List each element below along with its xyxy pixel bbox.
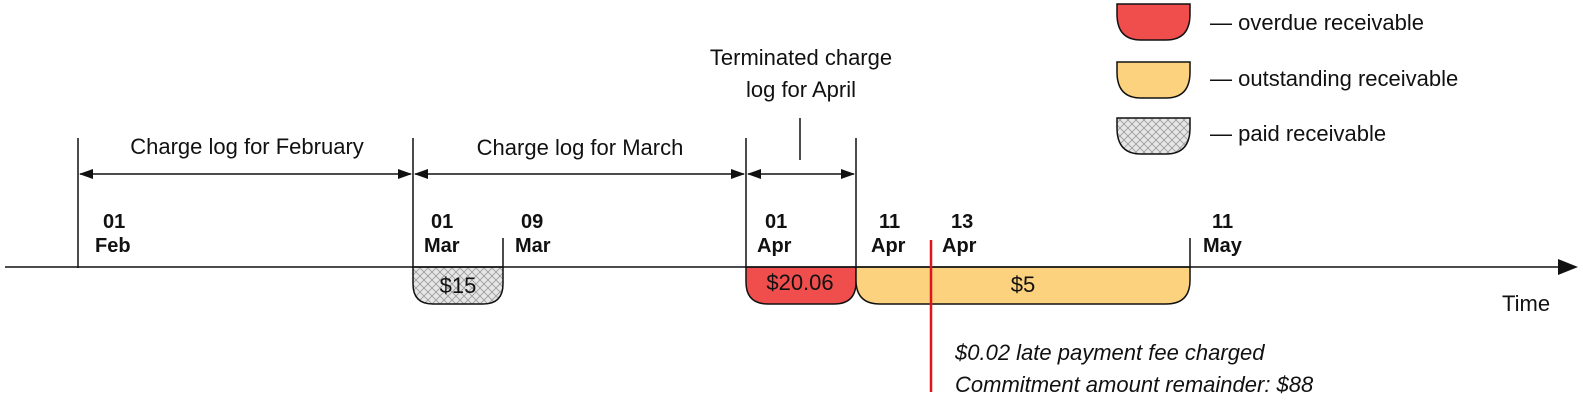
- date-mar09-day: 09: [521, 211, 543, 233]
- overdue-receivable-amount: $20.06: [766, 270, 833, 295]
- commitment-note: Commitment amount remainder: $88: [955, 372, 1314, 397]
- outstanding-receivable: [855, 266, 1191, 305]
- date-apr13-month: Apr: [942, 235, 977, 257]
- date-mar01-month: Mar: [424, 235, 460, 257]
- outstanding-receivable-amount: $5: [1011, 272, 1035, 297]
- date-mar01-day: 01: [431, 211, 453, 233]
- february-period-label: Charge log for February: [130, 134, 364, 159]
- date-apr11-day: 11: [879, 211, 900, 233]
- overdue-receivable-april: [745, 266, 857, 305]
- date-apr01-month: Apr: [757, 235, 792, 257]
- legend-paid-swatch: [1116, 117, 1191, 155]
- april-period-label-line1: Terminated charge: [710, 45, 892, 70]
- late-fee-note: $0.02 late payment fee charged: [954, 340, 1265, 365]
- legend-overdue-swatch: [1116, 3, 1191, 41]
- legend-overdue-label: — overdue receivable: [1210, 10, 1424, 35]
- time-axis-arrowhead: [1558, 259, 1578, 275]
- legend-outstanding-label: — outstanding receivable: [1210, 66, 1458, 91]
- legend: — overdue receivable — outstanding recei…: [1116, 3, 1458, 155]
- paid-receivable-march: [412, 266, 504, 305]
- legend-paid-label: — paid receivable: [1210, 121, 1386, 146]
- date-labels: 01 Feb 01 Mar 09 Mar 01 Apr 11 Apr 13 Ap…: [95, 211, 1243, 257]
- time-axis-label: Time: [1502, 291, 1550, 316]
- paid-receivable-amount: $15: [440, 273, 477, 298]
- date-apr13-day: 13: [951, 211, 973, 233]
- date-may11-day: 11: [1212, 211, 1233, 233]
- legend-outstanding-swatch: [1116, 61, 1191, 99]
- date-apr11-month: Apr: [871, 235, 906, 257]
- date-apr01-day: 01: [765, 211, 787, 233]
- date-may11-month: May: [1203, 235, 1243, 257]
- date-feb01-month: Feb: [95, 235, 131, 257]
- date-mar09-month: Mar: [515, 235, 551, 257]
- date-feb01-day: 01: [103, 211, 125, 233]
- april-period-label-line2: log for April: [746, 77, 856, 102]
- period-boundaries: [77, 118, 857, 268]
- march-period-label: Charge log for March: [477, 135, 684, 160]
